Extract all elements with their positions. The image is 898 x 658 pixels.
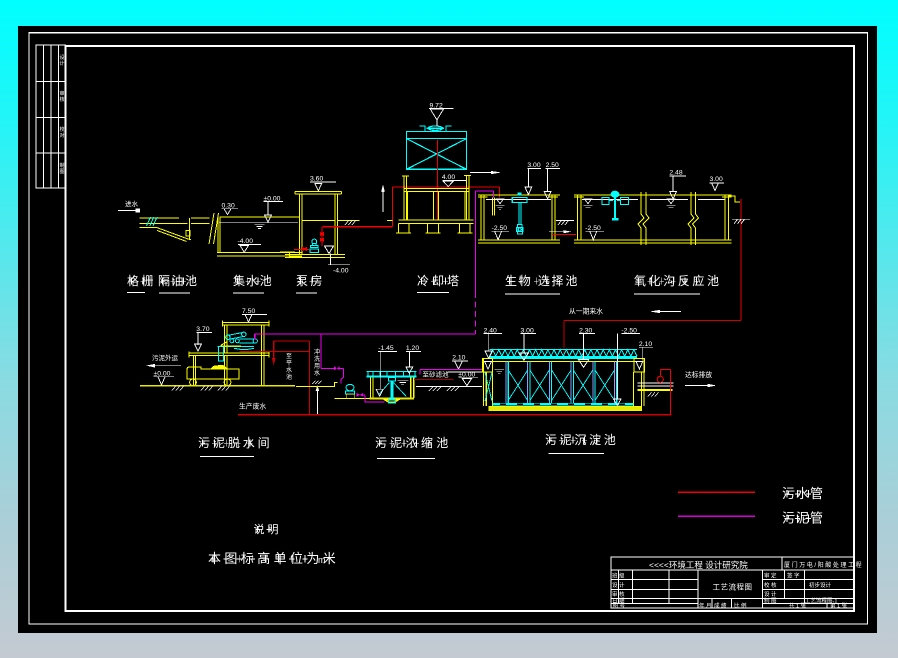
svg-text:对: 对 [60, 132, 65, 139]
svg-text:-2.50: -2.50 [621, 327, 637, 334]
svg-text:成 绩: 成 绩 [714, 601, 727, 609]
svg-text:日 期: 日 期 [612, 598, 625, 605]
svg-text:班 级: 班 级 [612, 572, 625, 580]
svg-text:第 1 张: 第 1 张 [830, 602, 848, 610]
svg-text:洗: 洗 [314, 355, 320, 363]
svg-text:格栅: 格栅 [127, 273, 156, 288]
svg-text:-4.00: -4.00 [333, 268, 349, 275]
svg-text:1.20: 1.20 [406, 345, 419, 352]
svg-text:-2.50: -2.50 [492, 225, 508, 232]
svg-text:0.30: 0.30 [222, 203, 235, 210]
svg-text:隔油池: 隔油池 [158, 274, 199, 288]
svg-text:污水管: 污水管 [782, 486, 824, 501]
svg-text:进水: 进水 [125, 199, 139, 208]
svg-text:审 定: 审 定 [764, 572, 777, 580]
svg-text:2.40: 2.40 [484, 327, 497, 334]
svg-text:4.00: 4.00 [442, 174, 455, 181]
svg-text:从一期来水: 从一期来水 [569, 307, 603, 316]
svg-text:2.30: 2.30 [579, 327, 592, 334]
svg-text:初步设计: 初步设计 [809, 581, 832, 589]
svg-text:签 字: 签 字 [787, 572, 800, 580]
svg-text:校: 校 [60, 126, 65, 133]
svg-text:污泥管: 污泥管 [782, 511, 824, 526]
svg-text:工艺流程图: 工艺流程图 [713, 582, 753, 592]
svg-text:2.50: 2.50 [546, 162, 559, 169]
svg-text:至砂滤池: 至砂滤池 [423, 369, 450, 378]
svg-text:污泥脱水间: 污泥脱水间 [198, 435, 273, 450]
svg-text:3.70: 3.70 [196, 326, 209, 333]
svg-text:年 月: 年 月 [699, 601, 712, 609]
svg-text:-2.50: -2.50 [585, 225, 601, 232]
svg-text:7.50: 7.50 [242, 308, 255, 315]
svg-text:冲: 冲 [314, 348, 320, 356]
svg-text:3.60: 3.60 [310, 176, 323, 183]
svg-text:本图标高单位为米: 本图标高单位为米 [208, 551, 339, 566]
svg-text:-4.00: -4.00 [238, 238, 254, 245]
svg-text:-1.45: -1.45 [378, 345, 394, 352]
svg-text:2.48: 2.48 [669, 169, 682, 176]
svg-text:水: 水 [286, 366, 292, 374]
svg-text:3.00: 3.00 [710, 176, 723, 183]
svg-text:制 图: 制 图 [764, 597, 777, 605]
svg-text:至: 至 [286, 353, 292, 360]
svg-text:工艺流程图-1: 工艺流程图-1 [805, 597, 837, 605]
svg-text:设 计: 设 计 [612, 581, 625, 589]
svg-text:污泥浓缩池: 污泥浓缩池 [375, 435, 452, 450]
svg-text:审: 审 [60, 90, 65, 97]
svg-text:比 例: 比 例 [734, 601, 747, 609]
svg-text:9.72: 9.72 [430, 102, 443, 109]
svg-text:达标排放: 达标排放 [685, 370, 712, 379]
svg-text:±0.00: ±0.00 [264, 196, 281, 203]
svg-text:池: 池 [286, 373, 292, 381]
svg-text:平: 平 [286, 360, 292, 367]
svg-text:m: m [318, 555, 326, 565]
svg-text:2.10: 2.10 [452, 355, 465, 362]
svg-text:审 核: 审 核 [612, 590, 625, 598]
svg-text:设 计: 设 计 [764, 590, 777, 598]
svg-text:共 1 张: 共 1 张 [789, 602, 807, 610]
svg-text:校 核: 校 核 [764, 581, 777, 589]
svg-text:3.00: 3.00 [521, 327, 534, 334]
svg-text:<<<<环境工程 设计研究院: <<<<环境工程 设计研究院 [649, 560, 748, 570]
svg-text:冷却塔: 冷却塔 [417, 274, 462, 288]
svg-text:3.00: 3.00 [527, 162, 540, 169]
svg-text:厦门万电/阳酸处理工程: 厦门万电/阳酸处理工程 [784, 561, 863, 569]
svg-text:2.10: 2.10 [639, 341, 652, 348]
svg-text:氧化沟反应池: 氧化沟反应池 [634, 273, 722, 288]
svg-text:生物 选择池: 生物 选择池 [505, 274, 579, 288]
svg-text:计: 计 [60, 60, 65, 67]
svg-text:用: 用 [314, 363, 320, 370]
svg-text:泵房: 泵房 [296, 273, 325, 288]
svg-text:污泥外运: 污泥外运 [152, 353, 179, 362]
svg-text:说明: 说明 [254, 522, 282, 536]
svg-text:±0.00: ±0.00 [458, 372, 475, 379]
svg-text:核: 核 [60, 96, 65, 103]
svg-text:图 号: 图 号 [613, 601, 626, 609]
svg-text:±0.00: ±0.00 [154, 370, 171, 377]
svg-text:水: 水 [314, 369, 320, 377]
svg-text:污泥沉淀池: 污泥沉淀池 [545, 433, 619, 447]
svg-text:图: 图 [60, 169, 65, 175]
svg-text:制: 制 [60, 162, 65, 169]
svg-text:设: 设 [60, 54, 65, 61]
svg-text:集水池: 集水池 [233, 273, 273, 288]
svg-text:生产废水: 生产废水 [239, 402, 266, 411]
